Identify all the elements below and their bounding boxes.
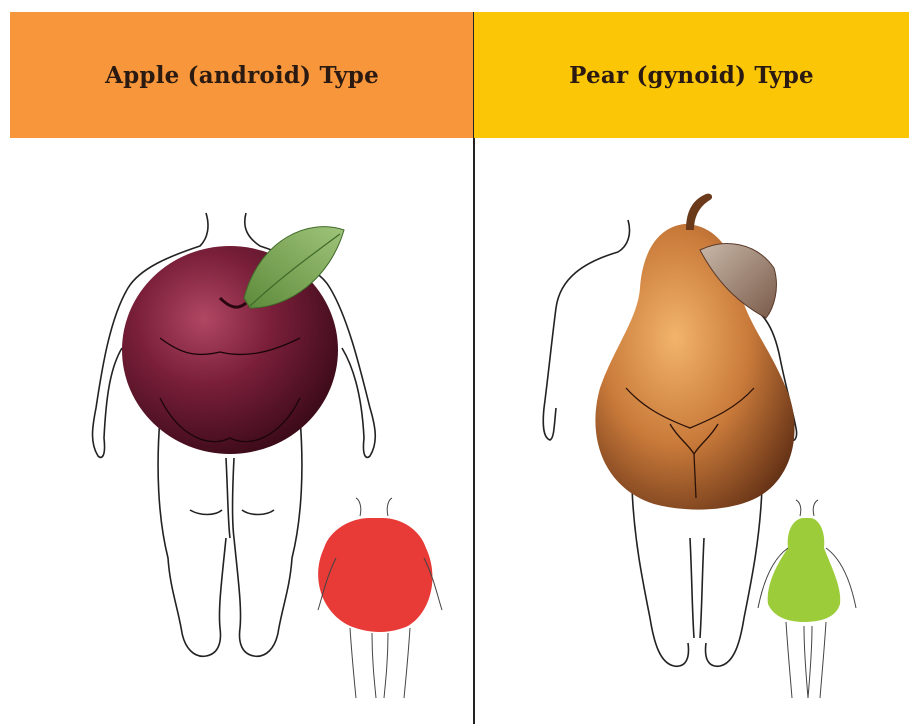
pear-type-header: Pear (gynoid) Type xyxy=(474,12,909,138)
apple-type-title: Apple (android) Type xyxy=(105,62,379,89)
pear-mini-figure xyxy=(758,500,856,698)
pear-type-title: Pear (gynoid) Type xyxy=(569,62,814,89)
apple-body-illustration xyxy=(10,138,474,724)
apple-type-header: Apple (android) Type xyxy=(10,12,474,138)
apple-leaf xyxy=(244,227,344,308)
apple-type-panel: Apple (android) Type xyxy=(10,12,474,724)
apple-mini-figure xyxy=(318,498,442,698)
pear-body-illustration xyxy=(474,138,909,724)
pear-type-panel: Pear (gynoid) Type xyxy=(474,12,909,724)
